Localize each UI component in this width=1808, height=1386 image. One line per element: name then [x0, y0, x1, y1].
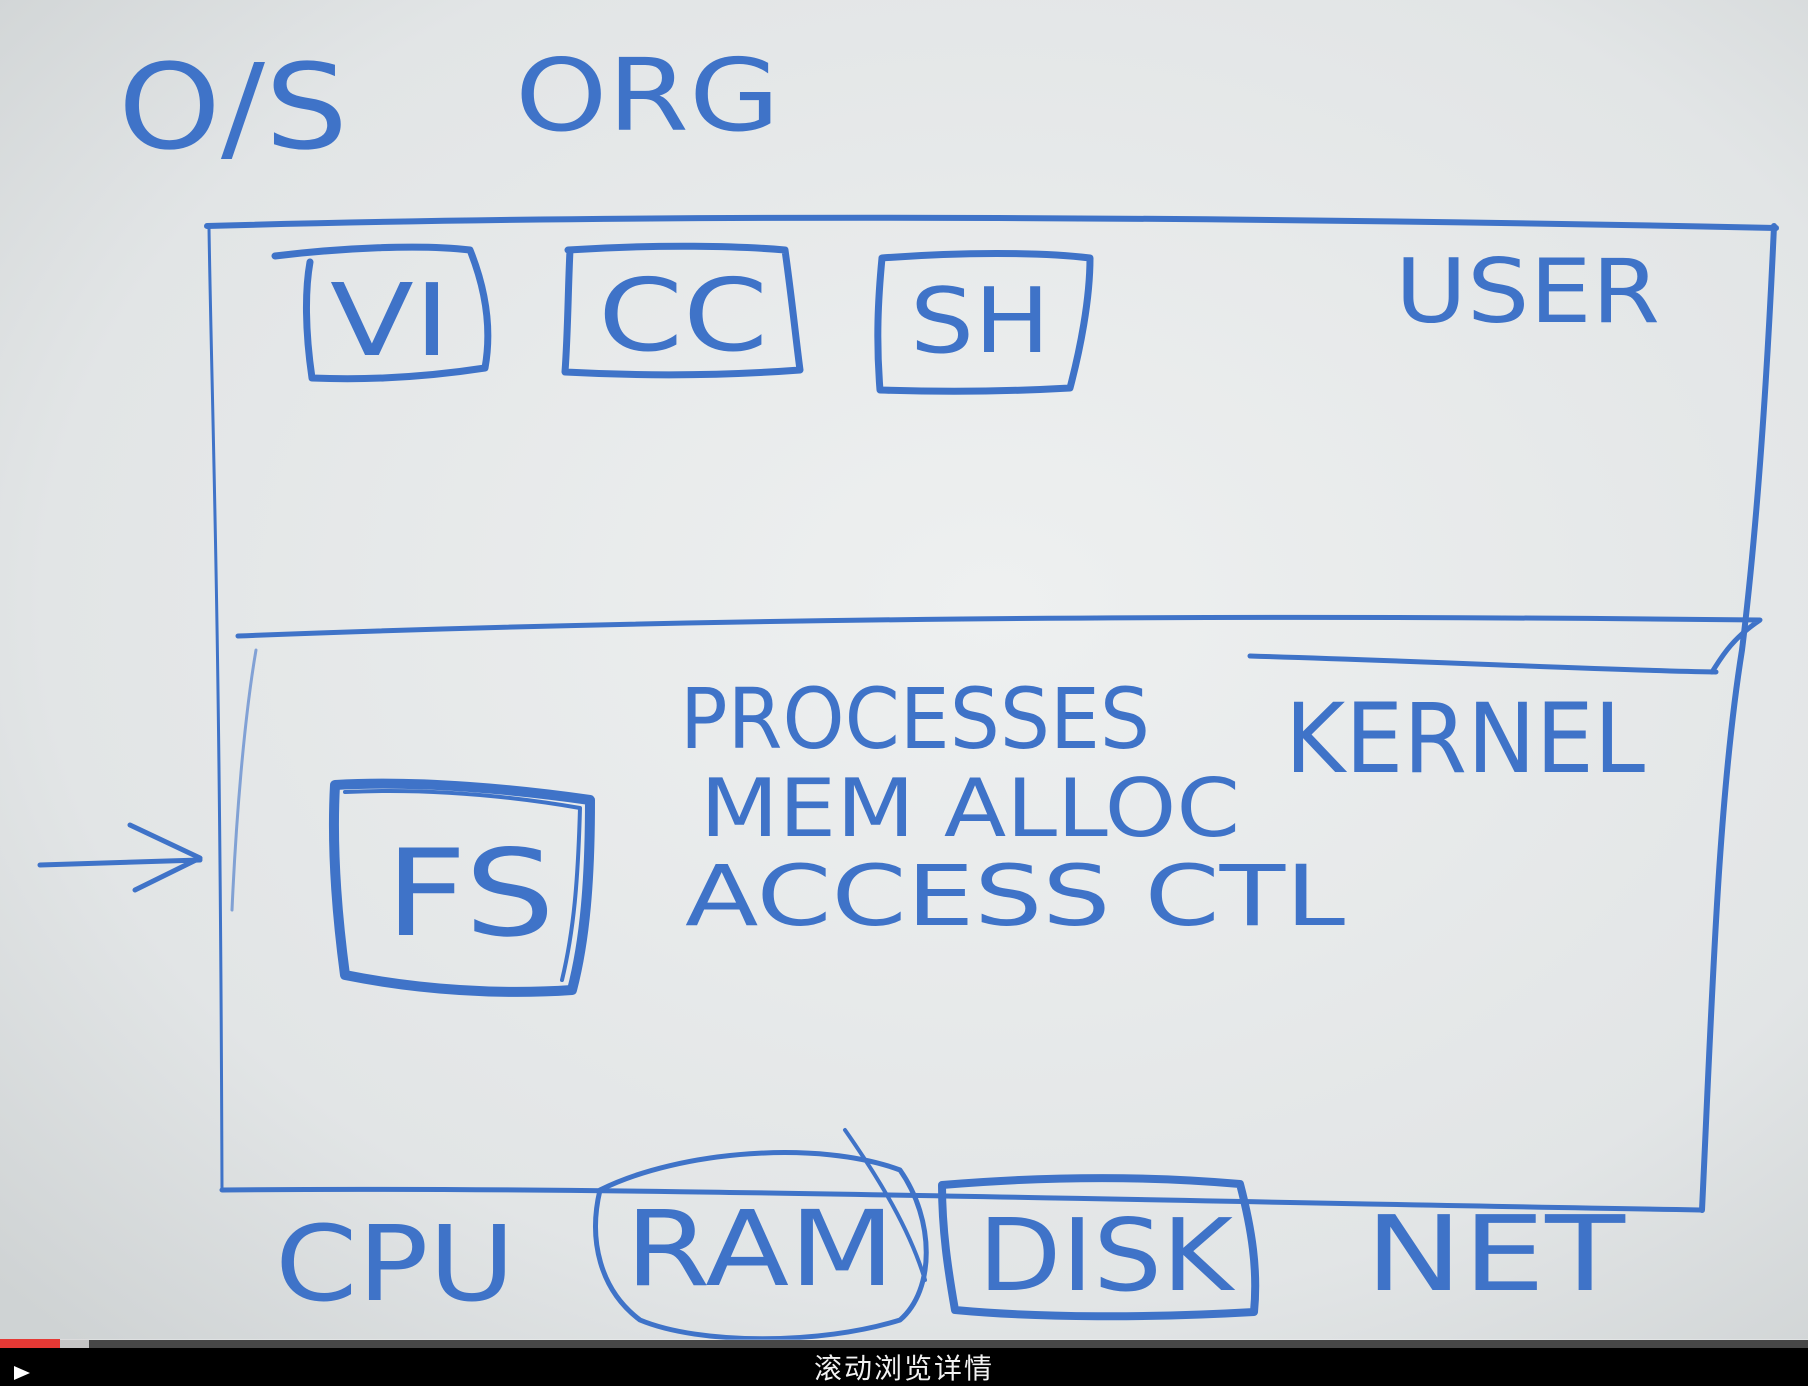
whiteboard-frame: O/S ORG VI CC SH USER KERNEL PROCESSES M…	[0, 0, 1808, 1340]
play-icon[interactable]	[8, 1364, 36, 1382]
program-sh-label: SH	[910, 269, 1050, 374]
os-outer-top	[204, 214, 1779, 231]
hardware-ram-box: RAM	[593, 1128, 929, 1340]
title-org: ORG	[515, 37, 780, 154]
user-label: USER	[1395, 240, 1660, 343]
player-controls	[0, 1348, 1808, 1382]
title-os: O/S	[118, 38, 348, 176]
hardware-ram-label: RAM	[625, 1188, 895, 1310]
program-cc-label: CC	[598, 257, 768, 374]
os-outer-left	[207, 226, 224, 1192]
os-outer-bottom	[219, 1186, 1703, 1213]
kernel-item-mem-alloc: MEM ALLOC	[700, 762, 1240, 855]
program-vi-box: VI	[271, 243, 492, 383]
os-outer-right	[1699, 223, 1777, 1213]
kernel-item-access-ctl: ACCESS CTL	[685, 847, 1345, 945]
arrow-icon	[37, 822, 203, 893]
hardware-net-label: NET	[1365, 1193, 1626, 1315]
fs-box: FS	[328, 778, 595, 997]
hardware-cpu-label: CPU	[275, 1203, 515, 1325]
video-player[interactable]: O/S ORG VI CC SH USER KERNEL PROCESSES M…	[0, 0, 1808, 1340]
kernel-left-edge-mark	[230, 648, 258, 912]
kernel-item-processes: PROCESSES	[680, 670, 1150, 768]
kernel-label: KERNEL	[1285, 683, 1645, 795]
program-vi-label: VI	[330, 262, 450, 379]
scroll-for-details-button[interactable]: 滚动浏览详情	[813, 1352, 994, 1385]
fs-label: FS	[385, 825, 555, 964]
program-cc-box: CC	[561, 242, 804, 379]
user-kernel-divider	[235, 614, 1763, 675]
progress-bar[interactable]	[0, 1339, 1808, 1348]
program-sh-box: SH	[874, 250, 1094, 395]
hardware-disk-box: DISK	[938, 1174, 1260, 1321]
progress-played	[0, 1339, 60, 1348]
hardware-disk-label: DISK	[978, 1197, 1236, 1314]
kernel-top-edge	[1247, 653, 1719, 675]
